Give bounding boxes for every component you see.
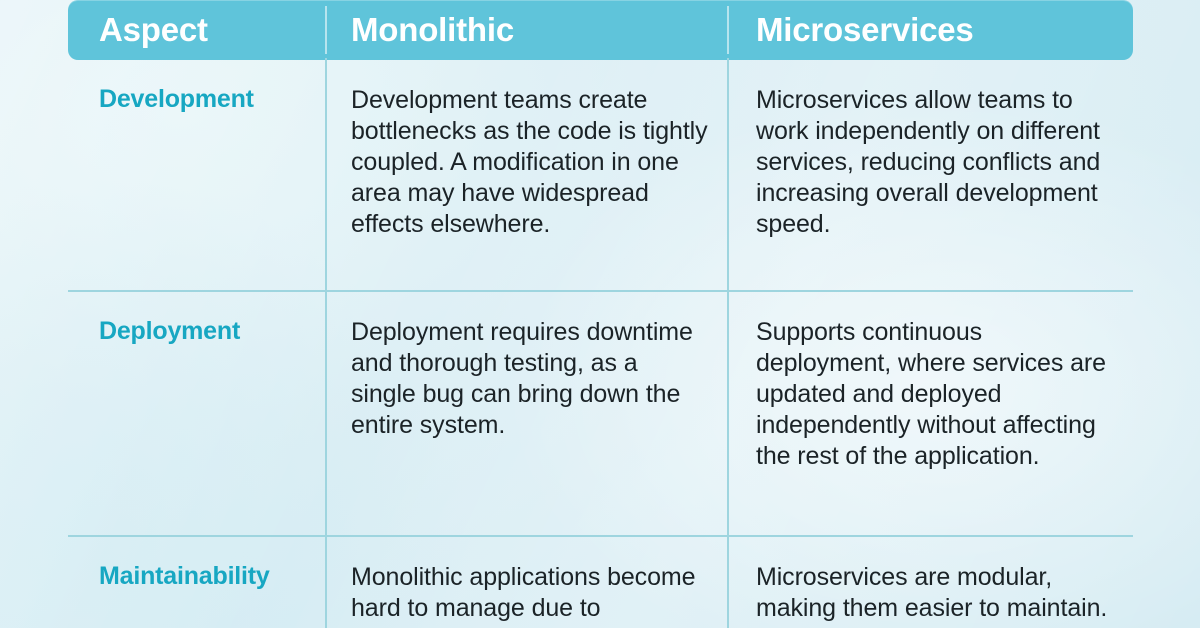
- column-header-aspect: Aspect: [68, 0, 325, 60]
- cell-text-monolithic: Deployment requires downtime and thoroug…: [351, 318, 693, 439]
- table-header-row: Aspect Monolithic Microservices: [68, 0, 1133, 60]
- cell-monolithic: Monolithic applications become hard to m…: [325, 535, 727, 628]
- column-header-aspect-label: Aspect: [99, 11, 208, 48]
- cell-monolithic: Development teams create bottlenecks as …: [325, 58, 727, 292]
- cell-aspect: Deployment: [68, 292, 325, 535]
- comparison-table: Aspect Monolithic Microservices Developm…: [68, 0, 1133, 628]
- cell-microservices: Microservices are modular, making them e…: [727, 535, 1133, 628]
- column-header-microservices-label: Microservices: [756, 11, 974, 48]
- cell-microservices: Microservices allow teams to work indepe…: [727, 58, 1133, 292]
- cell-monolithic: Deployment requires downtime and thoroug…: [325, 290, 727, 537]
- aspect-label-deployment: Deployment: [99, 317, 241, 345]
- cell-text-monolithic: Development teams create bottlenecks as …: [351, 86, 708, 238]
- table-body: Development Development teams create bot…: [68, 58, 1133, 628]
- cell-text-monolithic: Monolithic applications become hard to m…: [351, 563, 696, 628]
- table-row: Deployment Deployment requires downtime …: [68, 290, 1133, 537]
- cell-text-microservices: Microservices allow teams to work indepe…: [756, 86, 1101, 238]
- column-header-monolithic-label: Monolithic: [351, 11, 514, 48]
- aspect-label-development: Development: [99, 85, 254, 113]
- cell-text-microservices: Microservices are modular, making them e…: [756, 563, 1108, 628]
- aspect-label-maintainability: Maintainability: [99, 562, 270, 590]
- cell-text-microservices: Supports continuous deployment, where se…: [756, 318, 1106, 470]
- column-header-microservices: Microservices: [727, 0, 1133, 60]
- cell-aspect: Maintainability: [68, 537, 325, 628]
- cell-aspect: Development: [68, 60, 325, 290]
- column-header-monolithic: Monolithic: [325, 0, 727, 60]
- cell-microservices: Supports continuous deployment, where se…: [727, 290, 1133, 537]
- table-row: Maintainability Monolithic applications …: [68, 535, 1133, 628]
- table-row: Development Development teams create bot…: [68, 58, 1133, 292]
